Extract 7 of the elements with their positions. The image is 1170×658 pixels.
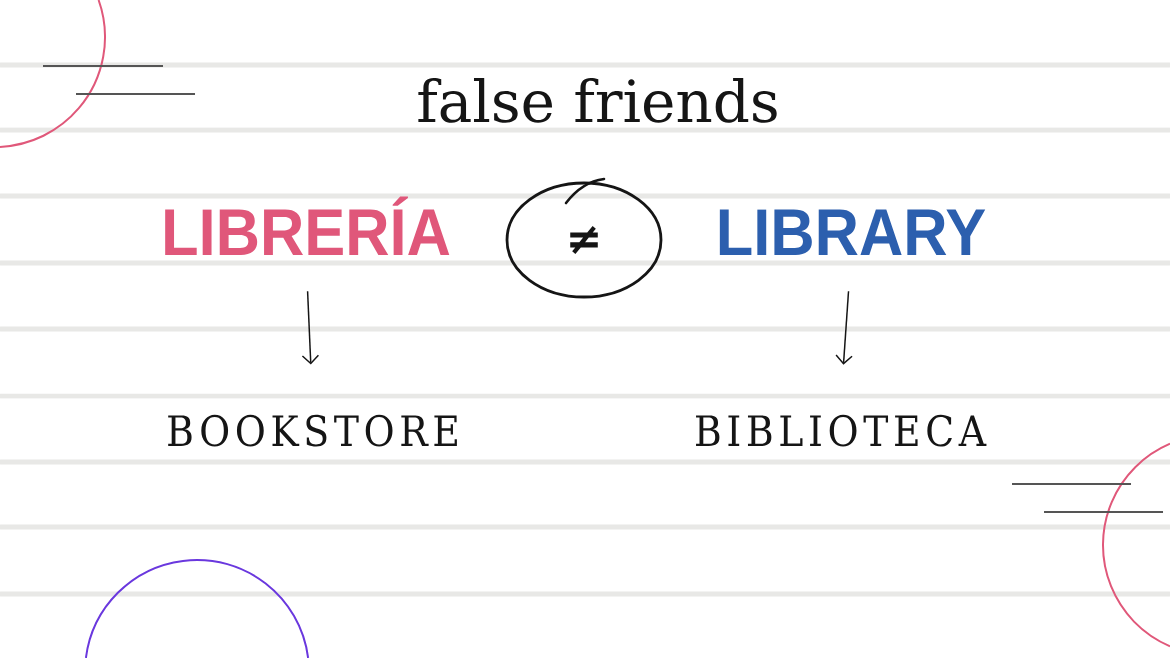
arrow (301, 290, 320, 365)
arrow (835, 290, 853, 365)
spaced-word: BOOKSTORE (168, 414, 457, 447)
display-word: LIBRARY (719, 209, 986, 255)
spaced-word: BIBLIOTECA (696, 414, 987, 447)
title: false friends (418, 77, 777, 123)
display-word: LIBRERÍA (165, 196, 450, 255)
